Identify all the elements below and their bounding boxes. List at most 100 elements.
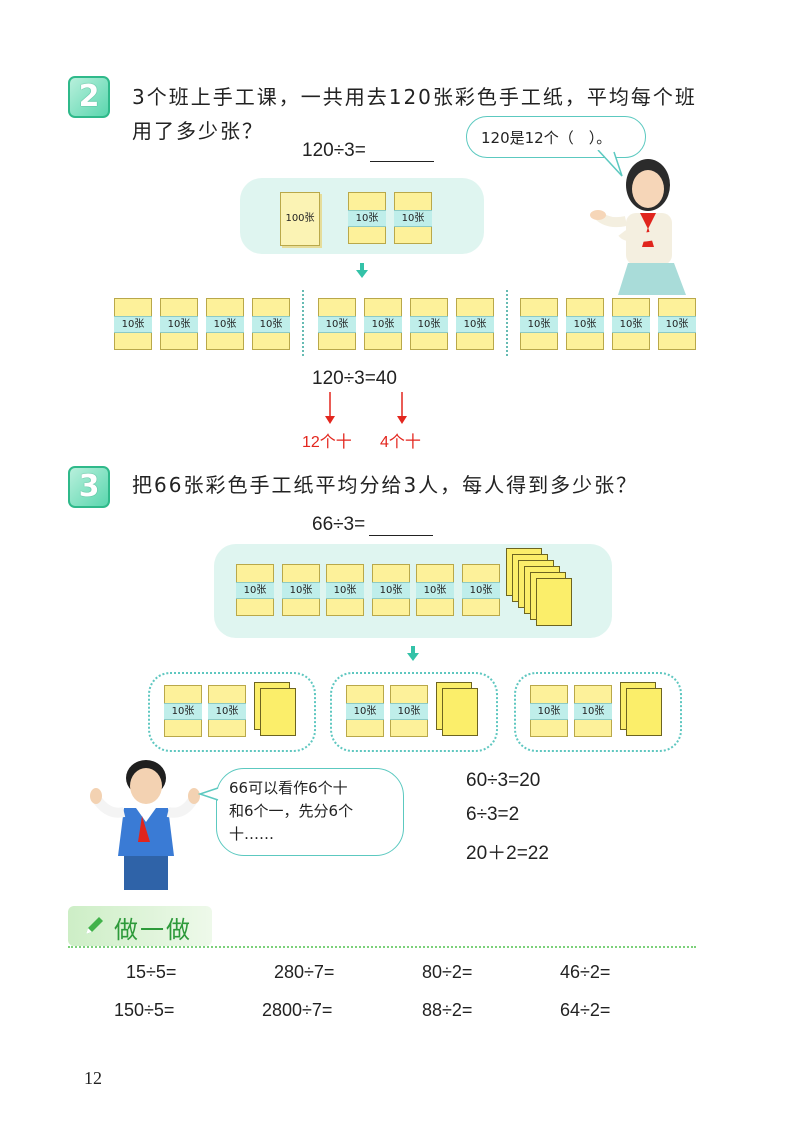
problem-2-source-panel: 100张 10张 10张 (240, 178, 484, 254)
pack-label: 10张 (574, 703, 612, 720)
problem-2-question-line2: 用了多少张？ (132, 119, 264, 143)
paper-pack: 10张 (456, 298, 494, 350)
down-arrow-icon (407, 653, 419, 661)
share-group-3: 10张 10张 (514, 672, 682, 752)
problem-2-equation: 120÷3= (302, 140, 434, 162)
exercise-item: 280÷7= (274, 962, 335, 982)
problem-2-equation-text: 120÷3= (302, 140, 366, 161)
pack-label: 10张 (236, 582, 274, 599)
pack-label: 10张 (326, 582, 364, 599)
exercise-item: 150÷5= (114, 1000, 175, 1020)
pack-label: 10张 (348, 210, 386, 227)
single-sheet (626, 688, 662, 736)
paper-pack: 10张 (566, 298, 604, 350)
pack-label: 10张 (462, 582, 500, 599)
pack-label: 10张 (282, 582, 320, 599)
answer-blank (369, 517, 434, 536)
exercise-item: 88÷2= (422, 1000, 473, 1020)
pack-label: 10张 (372, 582, 410, 599)
answer-blank (369, 143, 434, 162)
boy-speech-line: 和6个一，先分6个 (229, 802, 354, 820)
exercise-item: 64÷2= (560, 1000, 611, 1020)
pack-label: 10张 (208, 703, 246, 720)
problem-2-question-line1: 3个班上手工课，一共用去120张彩色手工纸，平均每个班 (132, 85, 697, 109)
pack-label: 10张 (364, 316, 402, 333)
paper-pack: 10张 (372, 564, 410, 616)
group-divider (506, 290, 508, 356)
pack-label: 10张 (530, 703, 568, 720)
paper-pack: 10张 (462, 564, 500, 616)
exercise-item: 80÷2= (422, 962, 473, 982)
paper-pack: 10张 (252, 298, 290, 350)
paper-pack: 10张 (394, 192, 432, 244)
pack-label: 10张 (612, 316, 650, 333)
pencil-icon (86, 917, 103, 934)
paper-pack: 10张 (658, 298, 696, 350)
paper-pack: 10张 (318, 298, 356, 350)
down-arrow-icon (356, 270, 368, 278)
pack-label: 10张 (658, 316, 696, 333)
paper-pack: 10张 (416, 564, 454, 616)
exercise-item: 46÷2= (560, 962, 611, 982)
paper-pack: 10张 (208, 685, 246, 737)
single-sheet (260, 688, 296, 736)
exercise-item: 15÷5= (126, 962, 177, 982)
boy-illustration (90, 760, 200, 890)
pack-label: 10张 (252, 316, 290, 333)
calc-step: 60÷3=20 (466, 770, 541, 791)
annotation-12-tens: 12个十 (302, 434, 352, 451)
pack-label: 10张 (566, 316, 604, 333)
paper-pack: 10张 (346, 685, 384, 737)
exercise-divider (68, 946, 696, 948)
bubble-tail (597, 150, 623, 177)
pack-label: 10张 (410, 316, 448, 333)
pack-label: 10张 (206, 316, 244, 333)
problem-3-equation-text: 66÷3= (312, 514, 366, 535)
paper-pack: 10张 (410, 298, 448, 350)
paper-pack: 10张 (520, 298, 558, 350)
girl-speech-text: 120是12个（ ）。 (481, 129, 612, 147)
paper-pack: 10张 (612, 298, 650, 350)
pack-label: 10张 (318, 316, 356, 333)
boy-speech-line: 十…… (229, 825, 275, 843)
paper-book-100: 100张 (280, 192, 320, 246)
paper-pack: 10张 (282, 564, 320, 616)
pack-label: 10张 (164, 703, 202, 720)
pack-label: 10张 (114, 316, 152, 333)
single-sheet (536, 578, 572, 626)
exercise-item: 2800÷7= (262, 1000, 333, 1020)
paper-pack: 10张 (160, 298, 198, 350)
single-sheet (442, 688, 478, 736)
paper-pack: 10张 (206, 298, 244, 350)
calc-step: 6÷3=2 (466, 804, 520, 825)
paper-pack: 10张 (364, 298, 402, 350)
calc-step: 20＋2=22 (466, 843, 549, 864)
pack-label: 10张 (346, 703, 384, 720)
paper-pack: 10张 (236, 564, 274, 616)
problem-2-result: 120÷3=40 (312, 368, 397, 389)
problem-3-equation: 66÷3= (312, 514, 434, 536)
exercise-header: 做一做 (68, 906, 212, 946)
pack-label: 10张 (394, 210, 432, 227)
exercise-title: 做一做 (114, 916, 192, 944)
book-label: 100张 (285, 213, 315, 224)
problem-3-question: 把66张彩色手工纸平均分给3人，每人得到多少张？ (132, 473, 639, 497)
paper-pack: 10张 (326, 564, 364, 616)
paper-pack: 10张 (530, 685, 568, 737)
pack-label: 10张 (390, 703, 428, 720)
share-group-2: 10张 10张 (330, 672, 498, 752)
page-number: 12 (84, 1068, 102, 1088)
down-arrow-stem (360, 263, 364, 270)
paper-pack: 10张 (390, 685, 428, 737)
paper-pack: 10张 (574, 685, 612, 737)
down-arrow-stem (411, 646, 415, 653)
pack-label: 10张 (456, 316, 494, 333)
paper-pack: 10张 (114, 298, 152, 350)
pack-label: 10张 (520, 316, 558, 333)
boy-speech-bubble: 66可以看作6个十 和6个一，先分6个 十…… (216, 768, 404, 856)
paper-pack: 10张 (348, 192, 386, 244)
pack-label: 10张 (416, 582, 454, 599)
problem-3-number-badge: 3 (68, 466, 110, 508)
girl-illustration (590, 159, 686, 295)
problem-3-source-panel: 10张 10张 10张 10张 10张 10张 (214, 544, 612, 638)
